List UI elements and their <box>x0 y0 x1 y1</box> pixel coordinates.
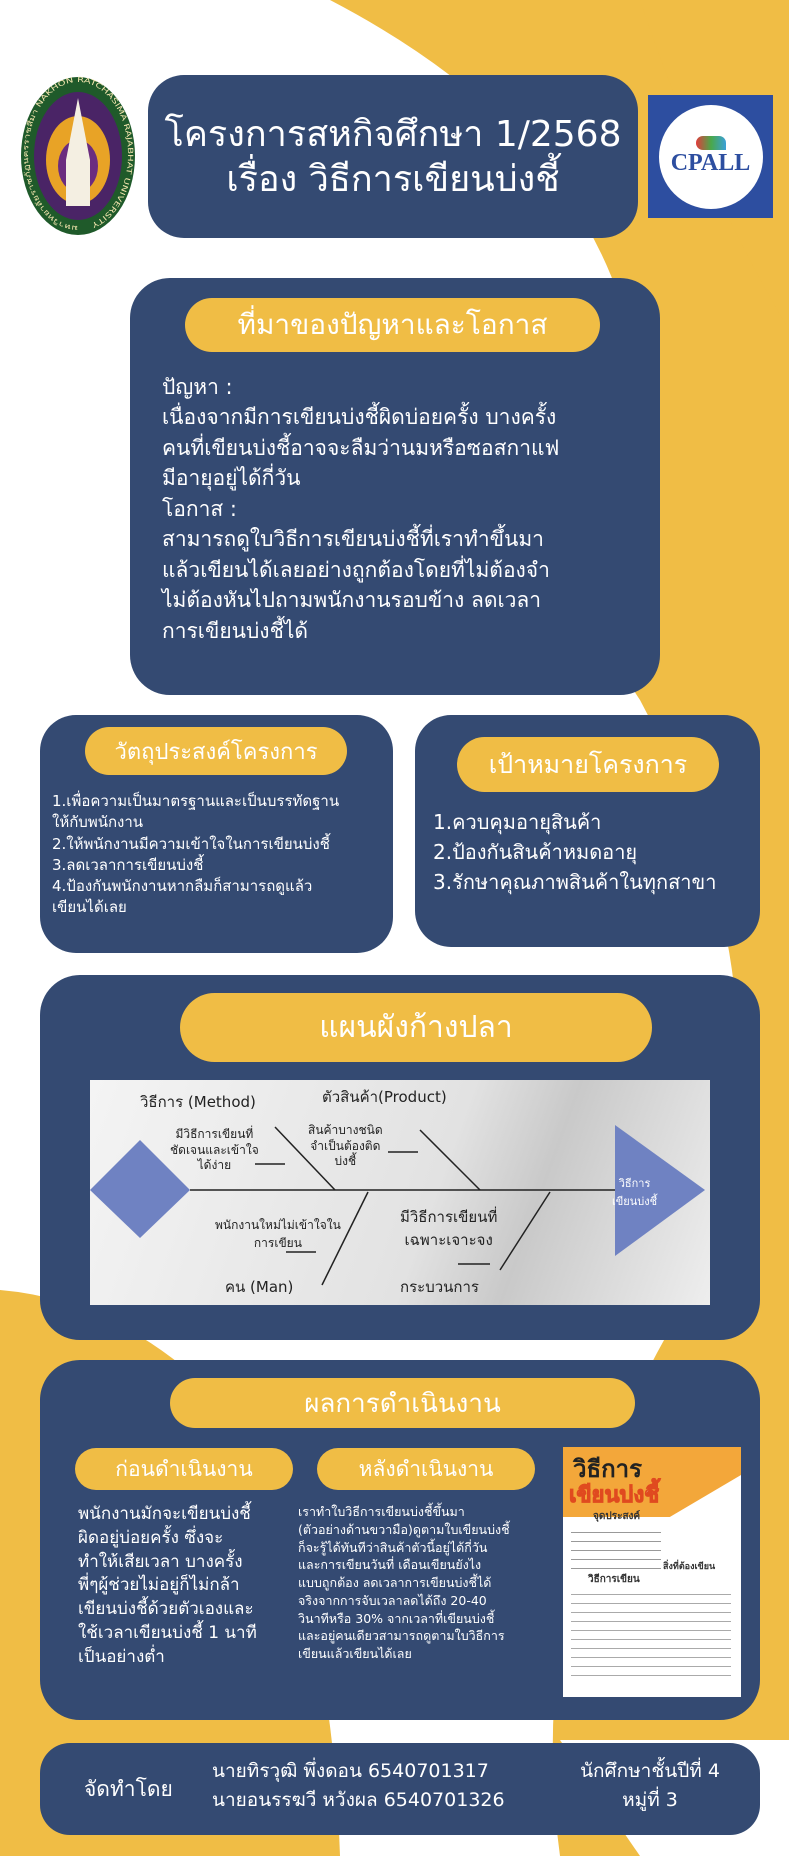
text-line: สิ่งที่ต้องเขียน <box>663 1562 716 1572</box>
text-line: 4.ป้องกันพนักงานหากลืมก็สามารถดูแล้ว <box>52 877 313 896</box>
text-line: 1.เพื่อความเป็นมาตรฐานและเป็นบรรทัดฐาน <box>52 792 340 810</box>
text-line: เราทำใบวิธีการเขียนบ่งชี้ขึ้นมา <box>298 1504 465 1519</box>
text-line: การเขียนบ่งชี้ได้ <box>162 618 309 643</box>
text-line: ให้กับพนักงาน <box>52 813 144 832</box>
fish-tail <box>90 1140 190 1238</box>
text-line: พนักงานมักจะเขียนบ่งชี้ <box>78 1504 251 1524</box>
text-line: เขียนบ่งชี้ด้วยตัวเองและ <box>78 1599 254 1620</box>
label-man: คน (Man) <box>225 1278 294 1296</box>
problem-opportunity-section: ที่มาของปัญหาและโอกาส ปัญหา : เนื่องจากมี… <box>130 278 660 695</box>
label-guide-sheet-image: วิธีการ เขียนบ่งชี้ จุดประสงค์ วิธีการเข… <box>563 1447 741 1697</box>
section-title: ที่มาของปัญหาและโอกาส <box>185 298 600 352</box>
text-line: เขียนแล้วเขียนได้เลย <box>298 1646 412 1661</box>
goals-section: เป้าหมายโครงการ 1.ควบคุมอายุสินค้า 2.ป้อง… <box>415 715 760 947</box>
text-line: สินค้าบางชนิด <box>308 1123 383 1137</box>
project-subtitle: เรื่อง วิธีการเขียนบ่งชี้ <box>226 158 560 200</box>
text-line: ผิดอยู่บ่อยครั้ง ซึ่งจะ <box>78 1527 224 1548</box>
class-info: นักศึกษาชั้นปีที่ 4 หมู่ที่ 3 <box>560 1757 740 1814</box>
text-line: มีวิธีการเขียนที่ <box>175 1127 254 1141</box>
text-line: โอกาส : <box>162 496 237 521</box>
text-line: สามารถดูใบวิธีการเขียนบ่งชี้ที่เราทำขึ้น… <box>162 527 544 552</box>
text-line: วิธีการเขียน <box>588 1574 640 1585</box>
title-box: โครงการสหกิจศึกษา 1/2568 เรื่อง วิธีการเ… <box>148 75 638 238</box>
text-line: พี่ๆผู้ช่วยไม่อยู่ก็ไม่กล้า <box>78 1575 240 1596</box>
goals-list: 1.ควบคุมอายุสินค้า 2.ป้องกันสินค้าหมดอายุ… <box>433 807 716 897</box>
text-line: นักศึกษาชั้นปีที่ 4 <box>580 1760 720 1782</box>
text-line: แล้วเขียนได้เลยอย่างถูกต้องโดยที่ไม่ต้อง… <box>162 557 550 582</box>
text-line: และการเขียนวันที่ เดือนเขียนยังไง <box>298 1557 482 1573</box>
product-cause: สินค้าบางชนิดจำเป็นต้องติดบ่งชี้ <box>308 1123 383 1170</box>
label-method: วิธีการ (Method) <box>140 1093 256 1111</box>
objectives-section: วัตถุประสงค์โครงการ 1.เพื่อความเป็นมาตรฐ… <box>40 715 393 953</box>
text-line: วิธีการ <box>618 1177 651 1190</box>
text-line: แบบถูกต้อง ลดเวลาการเขียนบ่งชี้ได้ <box>298 1575 492 1590</box>
text-line: ทำให้เสียเวลา บางครั้ง <box>78 1551 243 1572</box>
text-line: มีวิธีการเขียนที่ <box>400 1208 498 1226</box>
text-line: บ่งชี้ <box>334 1154 357 1169</box>
text-line: นายอนรรฆวี หวังผล 6540701326 <box>212 1788 505 1811</box>
process-cause: มีวิธีการเขียนที่เฉพาะเจาะจง <box>400 1206 497 1251</box>
text-line: วิธีการ <box>573 1455 643 1483</box>
text-line: คนที่เขียนบ่งชี้อาจจะลืมว่านมหรือซอสกาแฟ <box>162 435 560 460</box>
section-title: ผลการดำเนินงาน <box>170 1378 635 1428</box>
text-line: และอยู่คนเดียวสามารถดูตามใบวิธีการ <box>298 1628 505 1644</box>
fishbone-diagram: วิธีการ (Method) ตัวสินค้า(Product) คน (… <box>90 1080 710 1305</box>
text-line: 1.ควบคุมอายุสินค้า <box>433 810 602 834</box>
text-line: 2.ให้พนักงานมีความเข้าใจในการเขียนบ่งชี้ <box>52 834 330 853</box>
text-line: เขียนบ่งชี้ <box>568 1483 660 1509</box>
section-title: เป้าหมายโครงการ <box>457 737 719 792</box>
university-logo: มหาวิทยาลัยราชภัฏนครราชสีมา NAKHON RATCH… <box>21 76 135 235</box>
section-title: แผนผังก้างปลา <box>180 993 652 1062</box>
label-product: ตัวสินค้า(Product) <box>322 1088 447 1106</box>
text-line: พนักงานใหม่ไม่เข้าใจใน <box>215 1218 341 1232</box>
fishbone-section: แผนผังก้างปลา วิธีการ (Method) ตัวสินค้า… <box>40 975 760 1340</box>
text-line: 2.ป้องกันสินค้าหมดอายุ <box>433 840 638 864</box>
man-cause: พนักงานใหม่ไม่เข้าใจในการเขียน <box>215 1216 341 1252</box>
fish-head-label: วิธีการเขียนบ่งชี้ <box>612 1174 657 1210</box>
problem-opportunity-text: ปัญหา : เนื่องจากมีการเขียนบ่งชี้ผิดบ่อยค… <box>162 372 559 646</box>
cpall-logo: CPALL <box>648 95 773 218</box>
text-line: เนื่องจากมีการเขียนบ่งชี้ผิดบ่อยครั้ง บา… <box>162 405 557 430</box>
text-line: 3.รักษาคุณภาพสินค้าในทุกสาขา <box>433 870 717 894</box>
text-line: นายทิรวุฒิ พึ่งดอน 6540701317 <box>212 1760 489 1782</box>
text-line: ก็จะรู้ได้ทันทีว่าสินค้าตัวนี้อยู่ได้กี่… <box>298 1539 488 1555</box>
made-by-label: จัดทำโดย <box>84 1777 173 1801</box>
text-line: ไม่ต้องหันไปถามพนักงานรอบข้าง ลดเวลา <box>162 588 542 613</box>
text-line: จุดประสงค์ <box>593 1511 641 1522</box>
before-text: พนักงานมักจะเขียนบ่งชี้ผิดอยู่บ่อยครั้ง … <box>78 1503 257 1670</box>
text-line: เขียนได้เลย <box>52 898 127 917</box>
text-line: เฉพาะเจาะจง <box>404 1230 493 1249</box>
text-line: เขียนบ่งชี้ <box>612 1195 658 1208</box>
text-line: เป็นอย่างต่ำ <box>78 1646 165 1667</box>
text-line: ปัญหา : <box>162 375 233 399</box>
text-line: หมู่ที่ 3 <box>622 1788 678 1811</box>
project-title: โครงการสหกิจศึกษา 1/2568 <box>164 113 622 155</box>
text-line: ได้ง่าย <box>197 1158 232 1173</box>
text-line: 3.ลดเวลาการเขียนบ่งชี้ <box>52 855 204 874</box>
text-line: จริงจากการจับเวลาลดได้ถึง 20-40 <box>298 1592 487 1608</box>
text-line: (ตัวอย่างด้านขวามือ)ดูตามใบเขียนบ่งชี้ <box>298 1521 510 1537</box>
after-title: หลังดำเนินงาน <box>317 1448 535 1490</box>
text-line: มีอายุอยู่ได้กี่วัน <box>162 466 301 491</box>
method-cause: มีวิธีการเขียนที่ชัดเจนและเข้าใจได้ง่าย <box>170 1127 259 1174</box>
text-line: การเขียน <box>253 1236 302 1250</box>
text-line: CPALL <box>670 150 751 176</box>
after-text: เราทำใบวิธีการเขียนบ่งชี้ขึ้นมา (ตัวอย่าง… <box>298 1503 510 1663</box>
results-section: ผลการดำเนินงาน ก่อนดำเนินงาน หลังดำเนินง… <box>40 1360 760 1720</box>
text-line: ชัดเจนและเข้าใจ <box>170 1142 259 1157</box>
label-process: กระบวนการ <box>400 1278 479 1296</box>
member-list: นายทิรวุฒิ พึ่งดอน 6540701317 นายอนรรฆวี … <box>212 1757 505 1814</box>
text-line: วินาทีหรือ 30% จากเวลาที่เขียนบ่งชี้ <box>298 1610 495 1626</box>
text-line: จำเป็นต้องติด <box>310 1138 381 1153</box>
section-title: วัตถุประสงค์โครงการ <box>85 727 347 775</box>
objectives-list: 1.เพื่อความเป็นมาตรฐานและเป็นบรรทัดฐานให… <box>52 791 339 919</box>
before-title: ก่อนดำเนินงาน <box>75 1448 293 1490</box>
text-line: ใช้เวลาเขียนบ่งชี้ 1 นาที <box>78 1622 257 1643</box>
fish-head <box>615 1125 705 1256</box>
